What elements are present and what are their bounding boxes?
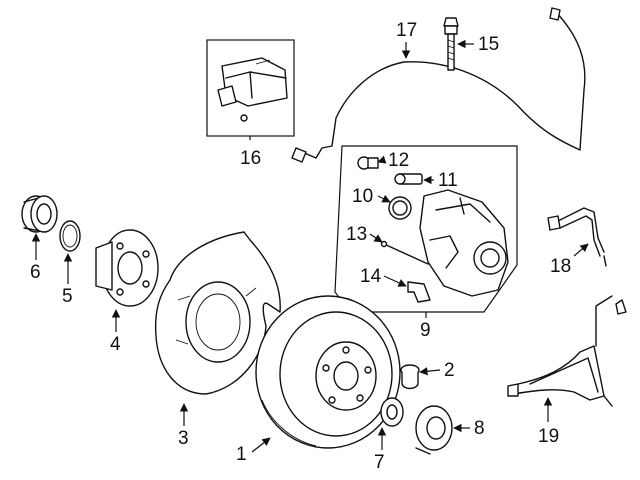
leader-2: [419, 367, 441, 376]
guide-pin-bolt: [380, 240, 429, 265]
callout-5: 5: [62, 286, 73, 307]
callout-15: 15: [478, 34, 499, 55]
abs-sensor: [507, 295, 627, 407]
leader-14: [383, 275, 407, 287]
callout-3: 3: [178, 428, 189, 449]
piston-seal: [388, 196, 412, 220]
pad-wear-sensor: [291, 7, 586, 163]
guide-pin: [394, 173, 423, 185]
callout-19: 19: [538, 426, 559, 447]
callout-13: 13: [346, 224, 367, 245]
rotor-plug: [400, 364, 420, 390]
callout-12: 12: [388, 150, 409, 171]
callout-17: 17: [396, 20, 417, 41]
callout-14: 14: [360, 266, 382, 287]
leader-1: [251, 437, 271, 453]
callout-7: 7: [374, 452, 385, 473]
caliper-clip: [407, 281, 431, 303]
leader-10: [377, 194, 391, 203]
callout-18: 18: [550, 256, 571, 277]
leader-12: [377, 155, 387, 164]
wheel-hub: [95, 229, 159, 307]
hub-cap: [415, 405, 453, 455]
brake-pad-set: [217, 57, 288, 122]
dust-shield: [154, 231, 281, 395]
brake-rotor: [255, 295, 401, 449]
wheel-bearing: [21, 195, 58, 233]
callout-16: 16: [240, 148, 261, 169]
callout-10: 10: [352, 186, 373, 207]
axle-nut: [380, 397, 404, 427]
callout-11: 11: [438, 170, 458, 191]
caliper-group-box: [334, 145, 518, 313]
callout-6: 6: [30, 262, 41, 283]
leader-13: [369, 233, 383, 243]
leader-18: [573, 243, 589, 257]
caliper-bolt: [443, 17, 459, 71]
callout-8: 8: [474, 418, 485, 439]
callout-9: 9: [420, 320, 431, 341]
brake-hose: [547, 207, 607, 267]
bleeder-screw: [357, 156, 379, 170]
callout-4: 4: [110, 334, 121, 355]
brake-caliper: [419, 189, 509, 297]
callout-2: 2: [444, 360, 455, 381]
snap-ring: [59, 220, 81, 252]
callout-1: 1: [236, 444, 247, 465]
